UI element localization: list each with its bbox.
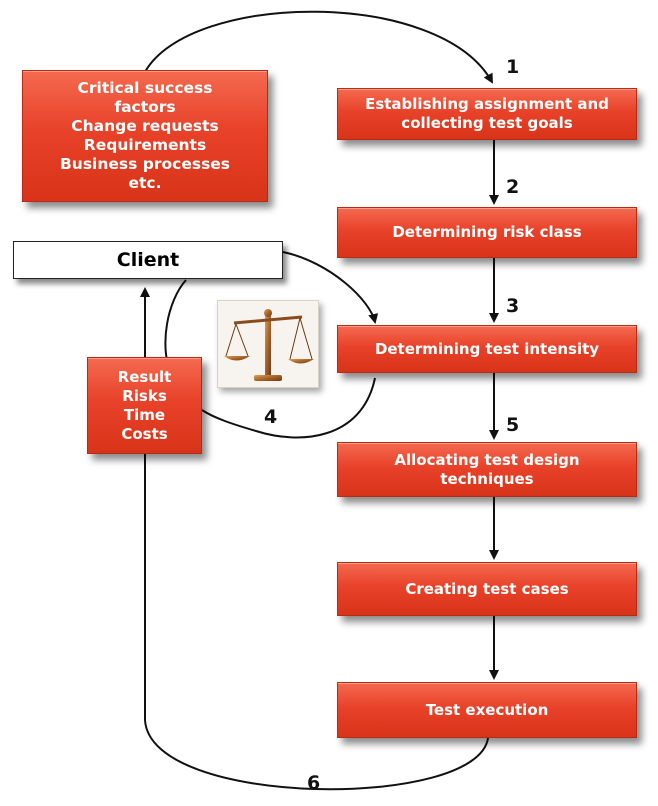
loop-execution-to-client <box>140 287 489 791</box>
step-number-2: 2 <box>506 176 520 198</box>
inputs-line: Change requests <box>71 117 219 135</box>
result-box: Result Risks Time Costs <box>87 357 202 454</box>
result-line: Risks <box>122 386 167 405</box>
scale-card <box>217 300 319 388</box>
step-box-determining-risk-class: Determining risk class <box>337 207 637 258</box>
step-number-3: 3 <box>506 295 520 317</box>
result-line: Result <box>117 367 172 386</box>
step-number-5: 5 <box>506 414 520 436</box>
balance-scale-icon <box>224 309 314 381</box>
step-label: Test execution <box>425 700 549 719</box>
step-label: techniques <box>440 469 534 488</box>
arc-inputs-to-step1 <box>144 10 493 84</box>
step-box-creating-test-cases: Creating test cases <box>337 562 637 616</box>
inputs-line: etc. <box>128 174 162 192</box>
step-label: Determining test intensity <box>374 339 600 358</box>
step-label: collecting test goals <box>401 114 573 132</box>
step-number-4: 4 <box>264 406 278 428</box>
step-label: Establishing assignment and <box>365 95 609 113</box>
client-box: Client <box>13 241 283 279</box>
inputs-line: Business processes <box>59 155 231 173</box>
loop-step3-to-result <box>201 377 376 439</box>
step-box-determining-test-intensity: Determining test intensity <box>337 325 637 373</box>
result-line: Costs <box>121 424 168 443</box>
inputs-box: Critical success factors Change requests… <box>22 70 268 202</box>
inputs-line: Critical success <box>77 79 213 97</box>
step-label: Allocating test design <box>394 450 580 469</box>
inputs-line: factors <box>114 98 176 116</box>
loop-client-to-step3 <box>282 251 379 324</box>
step-number-6: 6 <box>307 772 321 794</box>
step-label: Creating test cases <box>405 579 569 598</box>
inputs-line: Requirements <box>83 136 207 154</box>
step-box-allocating-techniques: Allocating test design techniques <box>337 442 637 497</box>
result-line: Time <box>123 405 166 424</box>
step-box-establishing-assignment: Establishing assignment and collecting t… <box>337 88 637 140</box>
step-number-1: 1 <box>506 56 520 78</box>
step-box-test-execution: Test execution <box>337 682 637 738</box>
step-label: Determining risk class <box>392 223 582 241</box>
